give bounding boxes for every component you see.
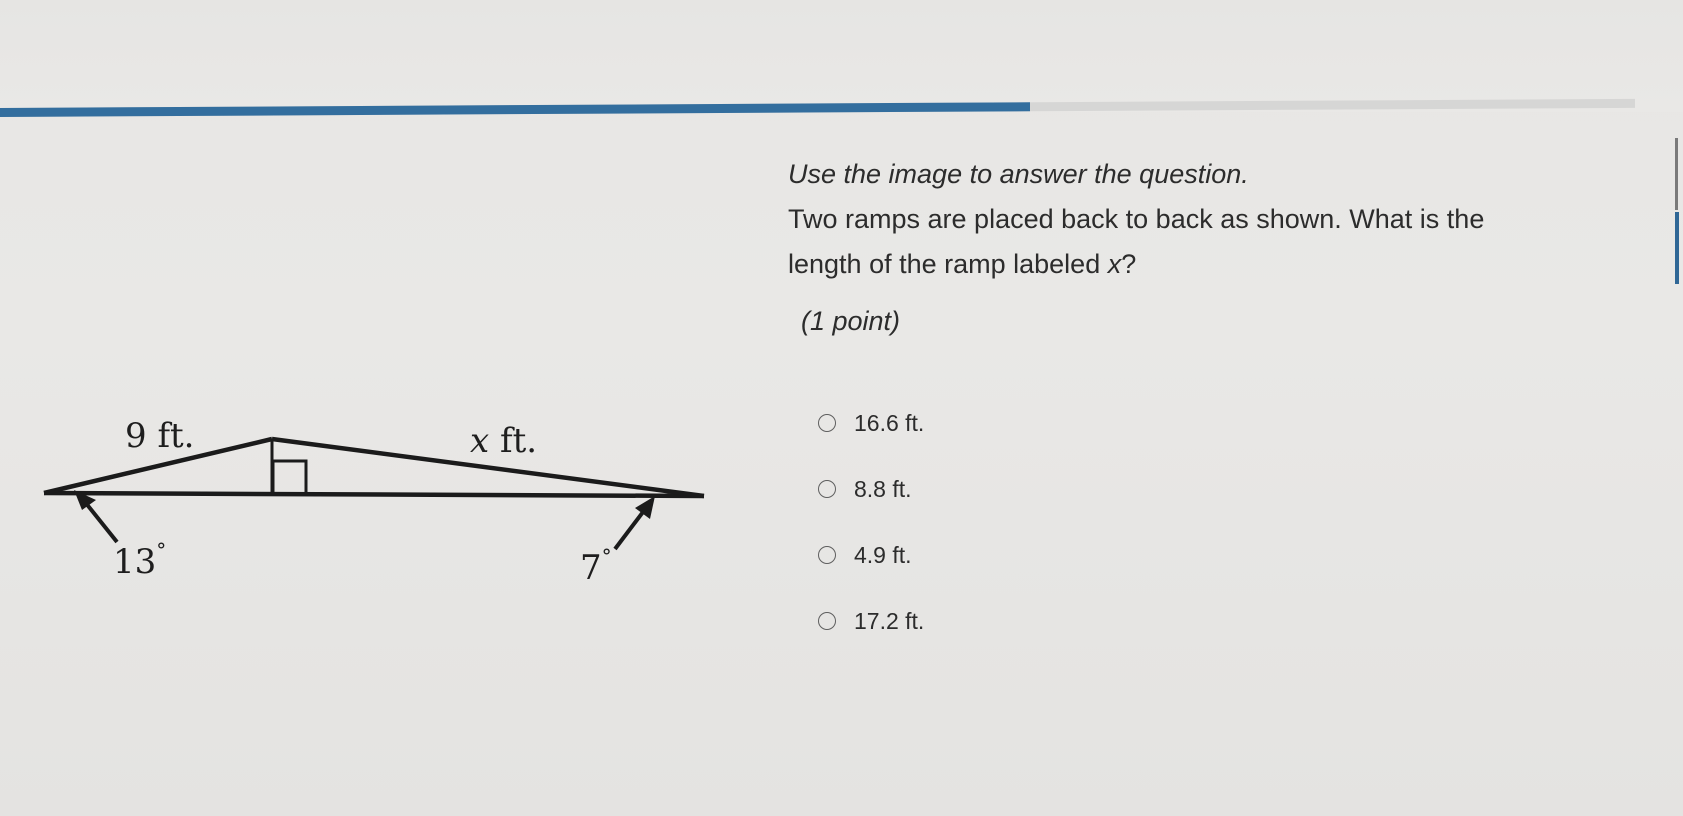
right-ramp-line: [271, 436, 705, 499]
radio-button[interactable]: [818, 612, 836, 630]
scrollbar[interactable]: [1673, 100, 1683, 300]
question-text: Use the image to answer the question. Tw…: [788, 152, 1508, 287]
radio-button[interactable]: [818, 480, 836, 498]
ramp-diagram: 9 ft. x ft. 13° 7°: [43, 416, 705, 588]
answer-option-label: 4.9 ft.: [854, 541, 912, 568]
ramp-base-line: [43, 490, 705, 499]
question-intro: Use the image to answer the question.: [788, 159, 1249, 189]
question-variable: x: [1107, 249, 1122, 279]
right-angle-marker: [271, 459, 308, 496]
radio-button[interactable]: [818, 546, 836, 564]
radio-button[interactable]: [818, 414, 836, 432]
answer-option-label: 8.8 ft.: [854, 475, 912, 502]
points-label: (1 point): [801, 306, 901, 336]
top-band: [0, 0, 1683, 112]
right-ramp-length-label: x ft.: [470, 421, 537, 461]
question-body-end: ?: [1121, 249, 1137, 279]
right-angle-label: 7°: [580, 544, 612, 588]
right-angle-arrow: [613, 506, 648, 551]
answer-option-label: 16.6 ft.: [854, 409, 925, 436]
left-angle-arrow: [83, 500, 119, 544]
question-body-text: Two ramps are placed back to back as sho…: [788, 204, 1485, 279]
answer-options: 16.6 ft. 8.8 ft. 4.9 ft. 17.2 ft.: [818, 390, 924, 654]
left-angle-arrowhead: [74, 490, 96, 510]
question-body: Two ramps are placed back to back as sho…: [788, 197, 1508, 287]
scrollbar-thumb[interactable]: [1675, 138, 1678, 210]
left-ramp-line: [43, 436, 273, 496]
answer-option-1[interactable]: 16.6 ft.: [818, 390, 924, 456]
right-angle-arrowhead: [635, 496, 655, 519]
answer-option-4[interactable]: 17.2 ft.: [818, 588, 924, 654]
answer-option-3[interactable]: 4.9 ft.: [818, 522, 924, 588]
answer-option-label: 17.2 ft.: [854, 607, 925, 634]
left-ramp-length-label: 9 ft.: [125, 416, 195, 456]
scrollbar-accent: [1675, 212, 1679, 284]
answer-option-2[interactable]: 8.8 ft.: [818, 456, 924, 522]
left-angle-label: 13°: [113, 538, 166, 582]
